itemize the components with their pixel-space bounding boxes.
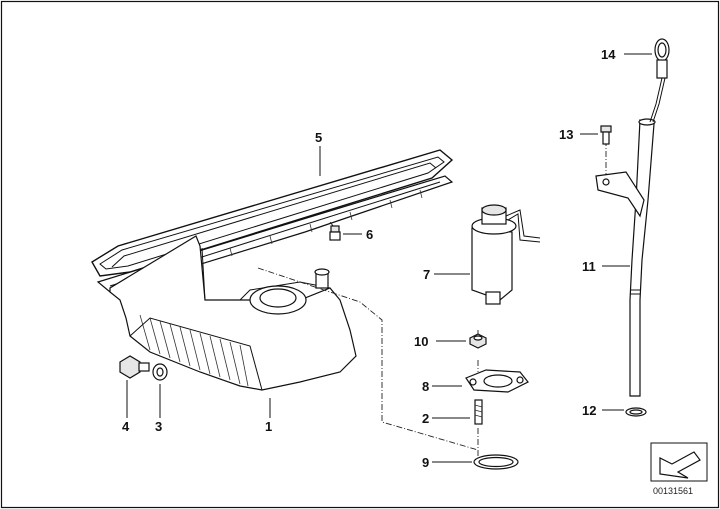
- guide-tube-part-11[interactable]: [595, 118, 656, 397]
- part-label-7: 7: [423, 267, 430, 282]
- flange-gasket-part-8[interactable]: [465, 369, 529, 393]
- part-label-8: 8: [422, 379, 429, 394]
- bolt-part-13[interactable]: [600, 125, 612, 145]
- part-label-10: 10: [414, 334, 428, 349]
- bolt-part-6[interactable]: [329, 225, 341, 241]
- o-ring-part-9[interactable]: [473, 454, 519, 470]
- washer-part-3[interactable]: [152, 363, 168, 381]
- seal-ring-part-12[interactable]: [625, 407, 647, 417]
- nut-part-10[interactable]: [469, 333, 487, 349]
- drain-plug-part-4[interactable]: [119, 355, 150, 379]
- part-label-11: 11: [582, 259, 596, 274]
- part-label-9: 9: [422, 455, 429, 470]
- part-label-6: 6: [366, 227, 373, 242]
- part-label-13: 13: [559, 127, 573, 142]
- part-label-1: 1: [265, 419, 272, 434]
- part-label-2: 2: [422, 411, 429, 426]
- arrow-icon: [659, 451, 701, 479]
- stud-part-2[interactable]: [474, 399, 483, 425]
- part-label-4: 4: [122, 419, 130, 434]
- dipstick-part-14[interactable]: [649, 38, 670, 123]
- gasket-part-5[interactable]: [91, 149, 454, 277]
- oil-pan-part-1[interactable]: [96, 175, 454, 391]
- part-label-14: 14: [601, 47, 616, 62]
- part-label-5: 5: [315, 130, 322, 145]
- document-id: 00131561: [653, 486, 693, 496]
- label-leaders: [126, 53, 652, 463]
- oil-level-sensor-part-7[interactable]: [471, 204, 541, 305]
- orientation-arrow-box: [650, 442, 708, 482]
- part-label-12: 12: [582, 403, 596, 418]
- part-label-3: 3: [155, 419, 162, 434]
